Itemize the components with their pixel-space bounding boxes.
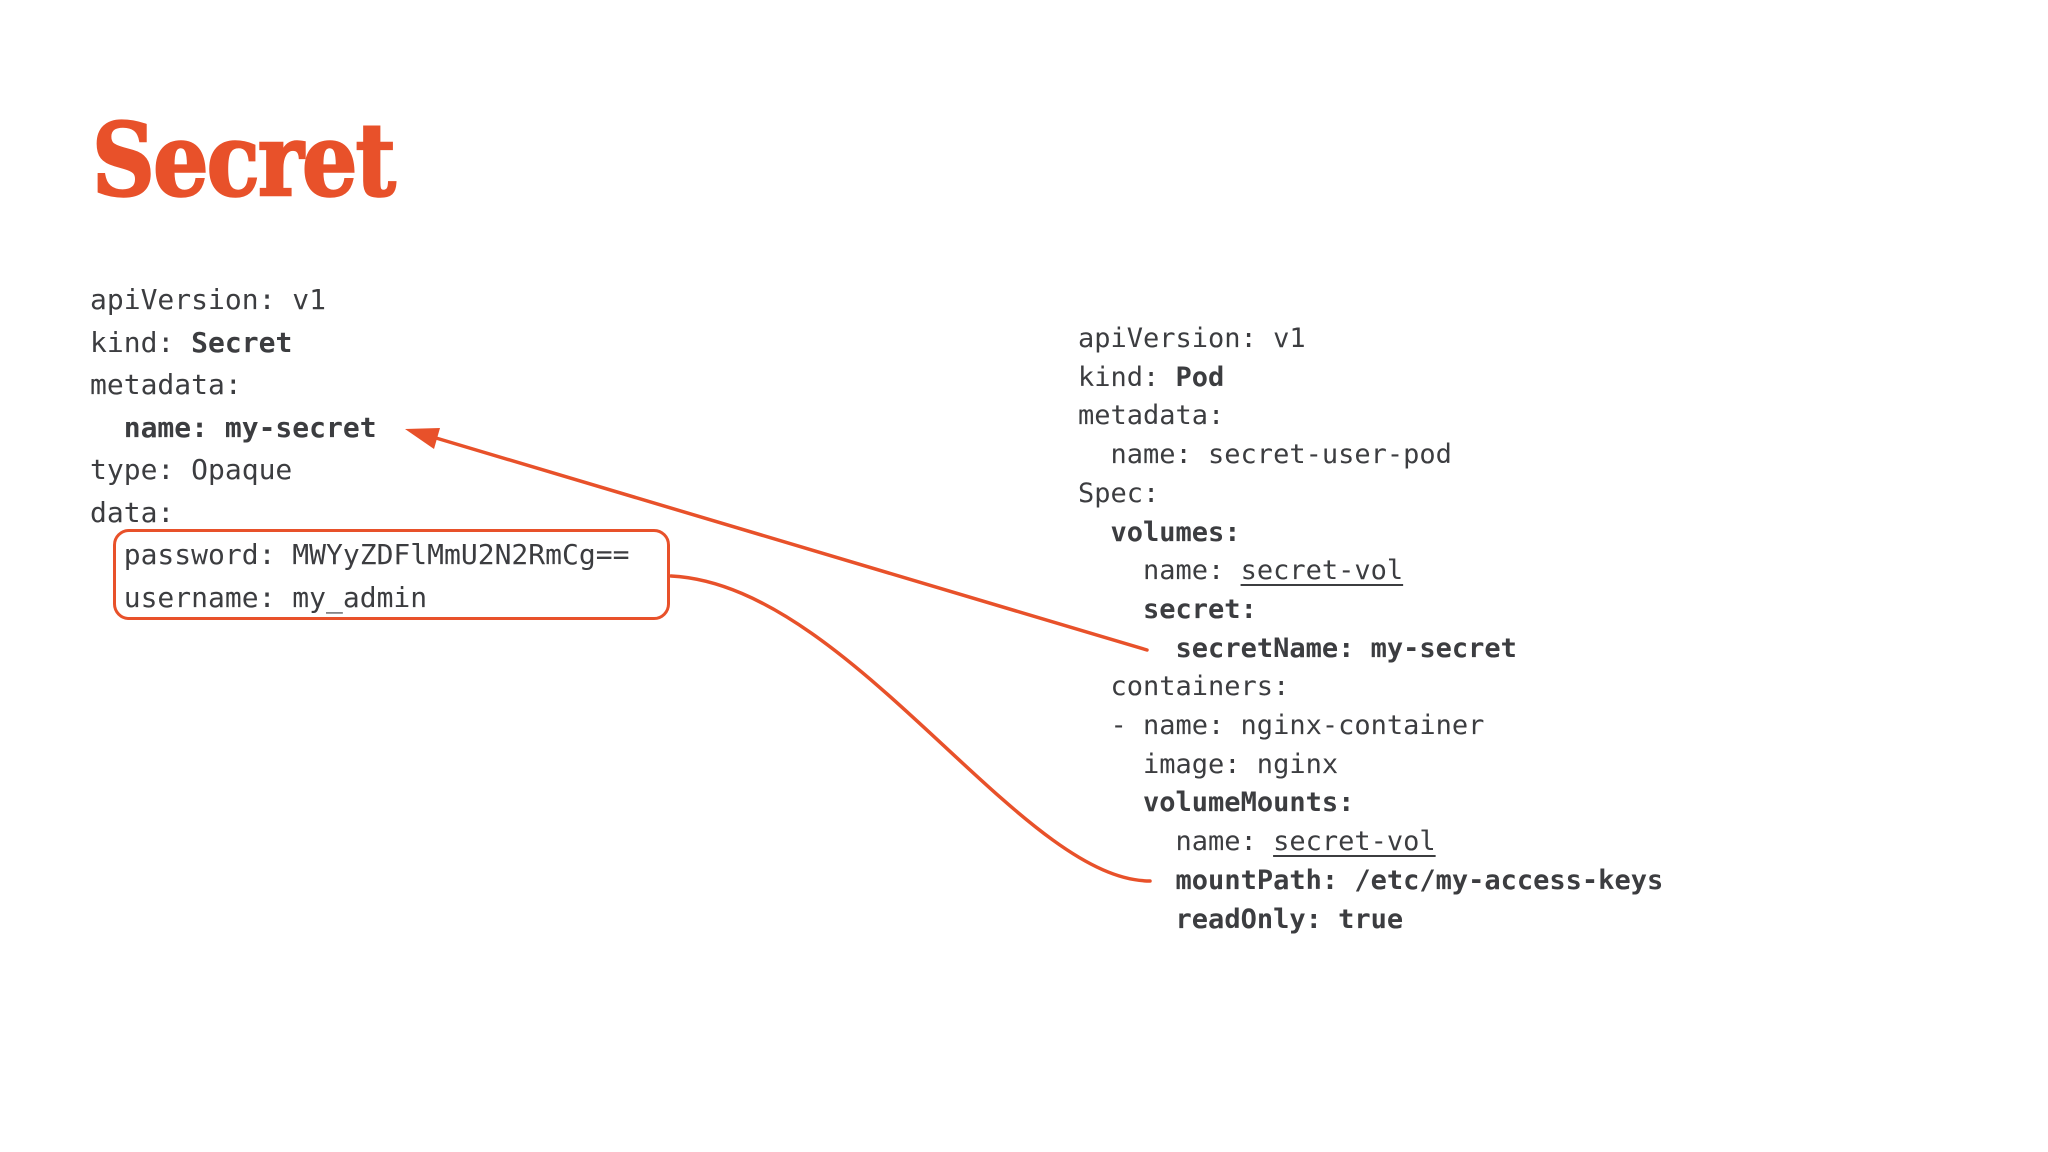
yaml-text-segment [1078,787,1143,818]
yaml-line: username: my_admin [90,577,629,620]
yaml-bold-segment: secretName: my-secret [1175,632,1517,664]
yaml-bold-segment: volumes: [1110,516,1241,548]
yaml-text-segment: username: my_admin [90,580,428,614]
yaml-text-segment: type: Opaque [90,453,293,486]
page-title: Secret [91,101,397,219]
yaml-line: name: secret-vol [1078,823,1663,862]
yaml-line: mountPath: /etc/my-access-keys [1078,862,1664,901]
yaml-text-segment: image: nginx [1078,748,1339,780]
yaml-line: metadata: [1078,397,1663,436]
yaml-text-segment [1078,633,1176,664]
yaml-bold-segment: name: my-secret [123,410,377,444]
yaml-text-segment: apiVersion: v1 [90,283,327,316]
yaml-line: data: [90,492,629,535]
yaml-line: volumes: [1078,514,1663,553]
yaml-line: apiVersion: v1 [90,279,629,322]
yaml-text-segment: kind: [90,325,192,359]
yaml-line: containers: [1078,668,1663,707]
yaml-line: - name: nginx-container [1078,707,1663,746]
yaml-text-segment: kind: [1078,361,1176,393]
yaml-line: name: secret-vol [1078,552,1663,591]
yaml-bold-segment: Secret [191,325,293,359]
yaml-line: name: my-secret [90,407,629,450]
yaml-text-segment: Spec: [1078,477,1160,509]
yaml-line: apiVersion: v1 [1078,320,1663,359]
yaml-text-segment: name: [1078,555,1241,587]
yaml-text-segment: apiVersion: v1 [1078,323,1306,354]
yaml-line: secret: [1078,591,1663,630]
yaml-bold-segment: Pod [1175,361,1225,393]
yaml-text-segment: containers: [1078,671,1290,703]
yaml-line: kind: Pod [1078,359,1663,398]
yaml-bold-segment: mountPath: /etc/my-access-keys [1175,864,1664,896]
yaml-text-segment: metadata: [1078,400,1225,432]
yaml-line: metadata: [90,364,629,407]
yaml-text-segment: - name: nginx-container [1078,710,1485,742]
yaml-bold-segment: volumeMounts: [1143,787,1355,819]
yaml-text-segment [1078,594,1143,625]
yaml-text-segment [1078,904,1176,935]
yaml-bold-segment: secret: [1143,593,1257,625]
yaml-bold-segment: readOnly: true [1175,903,1404,935]
yaml-line: secretName: my-secret [1078,630,1663,669]
yaml-line: Spec: [1078,475,1663,514]
yaml-line: type: Opaque [90,449,629,492]
yaml-line: kind: Secret [90,322,629,365]
yaml-text-segment: name: secret-user-pod [1078,439,1452,471]
yaml-text-segment: name: [1078,826,1274,858]
yaml-text-segment [90,411,124,444]
yaml-text-segment [1078,517,1111,548]
yaml-underlined-value: secret-vol [1273,826,1436,858]
yaml-text-segment: metadata: [90,368,242,401]
yaml-underlined-value: secret-vol [1240,555,1404,587]
yaml-line: image: nginx [1078,746,1663,785]
yaml-line: readOnly: true [1078,901,1663,940]
yaml-line: name: secret-user-pod [1078,436,1663,475]
yaml-text-segment: data: [90,495,175,529]
yaml-text-segment [1078,865,1176,896]
yaml-line: volumeMounts: [1078,784,1663,823]
secret-data-highlight-box [113,529,670,620]
